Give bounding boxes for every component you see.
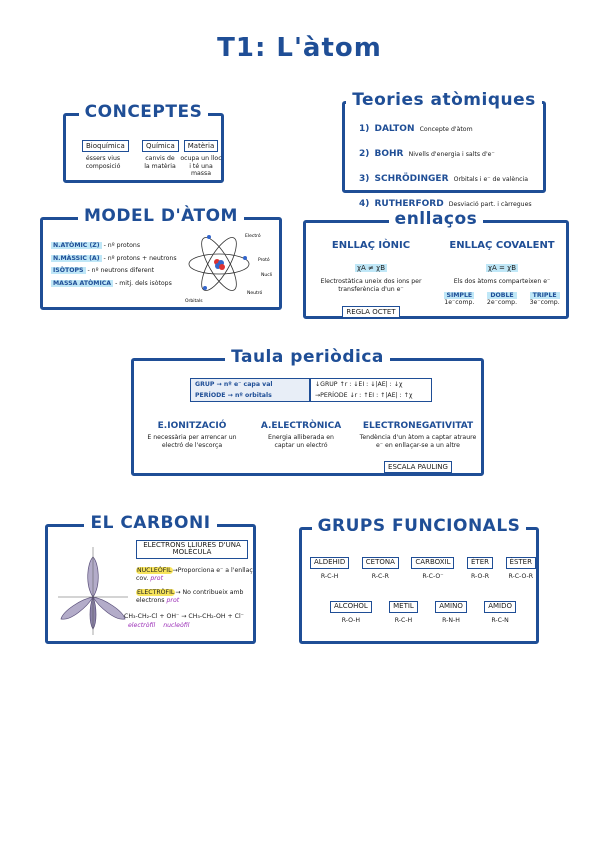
functional-group-formula: R-C-H <box>320 572 339 580</box>
conceptes-title: CONCEPTES <box>78 102 209 122</box>
concept-label: Bioquímica <box>82 140 129 152</box>
functional-group-name: METIL <box>389 601 418 613</box>
concept-desc: ocupa un lloc i té una massa <box>180 155 222 177</box>
functional-group-formula: R-C-R <box>371 572 389 580</box>
electroneg-desc: Tendència d'un àtom a captar atraure e⁻ … <box>359 434 477 449</box>
reaction-tag-right: nucleòfil <box>163 622 190 629</box>
teoria-row: 3) SCHRÖDINGER Orbitals i e⁻ de valència <box>359 174 529 184</box>
functional-group-formula: R-N-H <box>442 616 460 624</box>
functional-group: CETONA R-C-R <box>361 549 399 580</box>
enllacos-title: enllaços <box>388 209 484 229</box>
aelectronica-desc: Energia alliberada en captar un electró <box>268 434 334 449</box>
concept-desc: canvis de la matèria <box>144 155 176 170</box>
covalent-title: ENLLAÇ COVALENT <box>449 240 555 251</box>
model-title: MODEL D'ÀTOM <box>78 206 244 226</box>
functional-group-formula: R-O-H <box>341 616 361 624</box>
nucleofil-row: NUCLEÒFIL→Proporciona e⁻ a l'enllaç cov.… <box>136 567 253 582</box>
reaction: CH₃-CH₂-Cl + OH⁻ → CH₃-CH₂-OH + Cl⁻ <box>124 613 244 620</box>
regla-octet: REGLA OCTET <box>342 306 400 318</box>
teoria-row: 1) DALTON Concepte d'àtom <box>359 124 473 134</box>
grup-box: GRUP → nº e⁻ capa val PERÍODE → nº orbit… <box>190 378 310 402</box>
grups-title: GRUPS FUNCIONALS <box>311 516 527 536</box>
functional-group-name: AMINO <box>435 601 467 613</box>
functional-group: AMINO R-N-H <box>435 593 467 624</box>
functional-group-name: AMIDO <box>484 601 516 613</box>
eionitzacio-title: E.IONITZACIÓ <box>157 421 227 431</box>
teories-title: Teories atòmiques <box>346 90 542 110</box>
covalent-formula: χA = χB <box>486 264 518 272</box>
label-orbitals: Orbitals <box>185 298 203 304</box>
functional-group-formula: R-O-R <box>470 572 490 580</box>
functional-group: METIL R-C-H <box>389 593 418 624</box>
electroneg-title: ELECTRONEGATIVITAT <box>362 421 474 431</box>
eionitzacio-desc: E necessària per arrencar un electró de … <box>147 434 237 449</box>
orbital-diagram <box>58 547 128 635</box>
taula-title: Taula periòdica <box>225 347 390 367</box>
functional-group-formula: R-C-O-R <box>508 572 534 580</box>
carboni-title: EL CARBONI <box>84 513 217 533</box>
functional-group-name: ALCOHOL <box>330 601 372 613</box>
trend-box: ↓GRUP ↑r : ↓EI : ↓|AE| : ↓χ →PERÍODE ↓r … <box>310 378 432 402</box>
conceptes-box: CONCEPTES Bioquímica éssers vius composi… <box>63 102 224 183</box>
teoria-row: 2) BOHR Nivells d'energia i salts d'e⁻ <box>359 149 495 159</box>
enllacos-box: enllaços ENLLAÇ IÒNIC χA ≠ χB Electrostà… <box>303 209 569 319</box>
ionic-formula: χA ≠ χB <box>355 264 387 272</box>
teories-box: Teories atòmiques 1) DALTON Concepte d'à… <box>342 90 546 209</box>
functional-group-formula: R-C-H <box>394 616 413 624</box>
functional-group: ÈTER R-O-R <box>467 549 493 580</box>
concept-desc: éssers vius composició <box>85 155 121 170</box>
functional-group-name: CETONA <box>361 557 399 569</box>
taula-box: Taula periòdica GRUP → nº e⁻ capa val PE… <box>131 347 484 476</box>
ionic-title: ENLLAÇ IÒNIC <box>331 240 411 251</box>
label-proton: Protó <box>258 256 270 263</box>
ionic-desc: Electrostàtica uneix dos ions per transf… <box>320 278 422 293</box>
functional-group-name: CARBOXIL <box>411 557 455 569</box>
model-box: MODEL D'ÀTOM N.ATÒMIC (Z) - nº protons N… <box>40 206 282 310</box>
covalent-desc: Els dos àtoms comparteixen e⁻ <box>453 278 551 285</box>
carboni-box: EL CARBONI ELECTRONS LLIURES D'UNA MOLÈC… <box>45 513 256 644</box>
reaction-tag-left: electròfil <box>128 622 156 629</box>
functional-group-name: ÈTER <box>467 557 493 569</box>
page-title: T1: L'àtom <box>217 33 382 63</box>
functional-group-formula: R-C-O⁻ <box>422 572 444 580</box>
functional-group: ALCOHOL R-O-H <box>330 593 372 624</box>
label-electron: Electró <box>245 232 261 239</box>
functional-group: ALDEHID R-C-H <box>310 549 350 580</box>
escala-pauling: ESCALA PAULING <box>384 461 452 473</box>
functional-group-name: ALDEHID <box>310 557 350 569</box>
atom-diagram: Electró Protó Nucli Neutró Orbitals <box>185 232 272 304</box>
functional-group: AMIDO R-C-N <box>484 593 516 624</box>
functional-group: ÈSTER R-C-O-R <box>505 549 536 580</box>
teoria-row: 4) RUTHERFORD Desviació part. i càrregue… <box>359 199 532 209</box>
label-neutro: Neutró <box>247 289 263 296</box>
functional-group-name: ÈSTER <box>505 557 536 569</box>
concept-label: Matèria <box>183 140 219 152</box>
functional-group-formula: R-C-N <box>491 616 509 624</box>
electrofil-row: ELECTRÒFIL→ No contribueix amb electrons… <box>136 589 244 604</box>
aelectronica-title: A.ELECTRÒNICA <box>260 421 342 431</box>
grups-box: GRUPS FUNCIONALS ALDEHID R-C-H CETONA R-C-R… <box>299 516 539 644</box>
concept-label: Química <box>142 140 179 152</box>
electrons-label: ELECTRONS LLIURES D'UNA MOLÈCULA <box>136 539 248 559</box>
functional-group: CARBOXIL R-C-O⁻ <box>411 549 455 580</box>
label-nucli: Nucli <box>261 272 272 278</box>
